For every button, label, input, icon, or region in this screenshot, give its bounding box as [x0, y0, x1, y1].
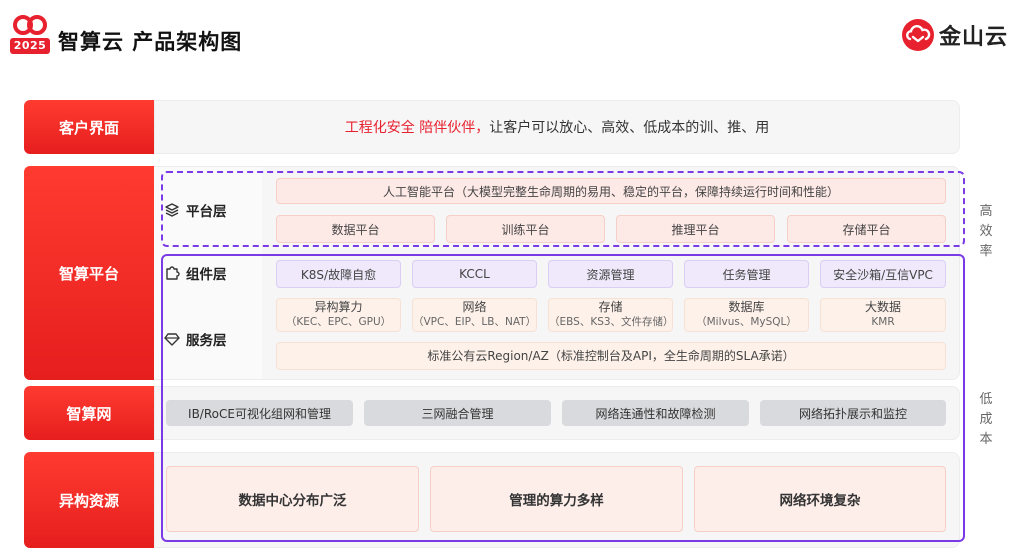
service-item-sub: （Milvus、MySQL） [696, 316, 797, 328]
page-title: 智算云 产品架构图 [58, 30, 243, 54]
row-label-platform: 智算平台 [24, 166, 154, 380]
hetero-item-datacenter: 数据中心分布广泛 [166, 466, 419, 532]
gem-icon [164, 333, 180, 346]
layer-label-text: 服务层 [186, 333, 227, 349]
network-item-connectivity: 网络连通性和故障检测 [562, 400, 749, 426]
brand-logo: 金山云 [901, 18, 1008, 52]
layer-label-text: 组件层 [186, 267, 227, 283]
low-cost-frame [161, 254, 965, 542]
service-item-compute: 异构算力 （KEC、EPC、GPU） [276, 298, 401, 332]
side-char: 本 [979, 432, 993, 447]
network-item-ib: IB/RoCE可视化组网和管理 [166, 400, 353, 426]
slogan-text: 让客户可以放心、高效、低成本的训、推、用 [489, 120, 770, 136]
layer-label-service: 服务层 [164, 329, 227, 349]
logo-2025: 2025 [10, 14, 50, 60]
platform-item-training: 训练平台 [446, 215, 605, 243]
service-item-storage: 存储 （EBS、KS3、文件存储） [548, 298, 674, 332]
service-item-title: 数据库 [728, 300, 765, 314]
layer-label-text: 平台层 [186, 204, 227, 220]
service-item-network: 网络 （VPC、EIP、LB、NAT） [412, 298, 537, 332]
layer-label-component: 组件层 [164, 263, 227, 283]
network-item-fusion: 三网融合管理 [364, 400, 551, 426]
side-char: 高 [979, 204, 993, 219]
service-item-title: 大数据 [864, 300, 901, 314]
puzzle-icon [166, 266, 180, 280]
component-item-k8s: K8S/故障自愈 [276, 260, 401, 288]
side-char: 效 [979, 224, 993, 239]
side-char: 率 [979, 244, 993, 259]
hetero-item-compute: 管理的算力多样 [430, 466, 683, 532]
layer-label-platform: 平台层 [164, 200, 227, 220]
ai-platform-box: 人工智能平台（大模型完整生命周期的易用、稳定的平台，保障持续运行时间和性能） [276, 178, 946, 204]
service-item-title: 异构算力 [314, 300, 363, 314]
standard-cloud-box: 标准公有云Region/AZ（标准控制台及API，全生命周期的SLA承诺） [276, 342, 946, 370]
cloud-logo-icon [901, 19, 934, 51]
service-item-sub: （VPC、EIP、LB、NAT） [413, 316, 537, 328]
high-efficiency-frame [161, 171, 965, 247]
component-item-sandbox: 安全沙箱/互信VPC [820, 260, 946, 288]
year-badge: 2025 [10, 38, 50, 54]
platform-item-inference: 推理平台 [616, 215, 775, 243]
service-item-sub: （KEC、EPC、GPU） [285, 316, 392, 328]
side-text-high-efficiency: 高 效 率 [978, 202, 994, 262]
side-char: 成 [979, 412, 993, 427]
layers-icon [165, 203, 179, 217]
platform-item-storage: 存储平台 [787, 215, 946, 243]
platform-item-data: 数据平台 [276, 215, 435, 243]
hetero-item-network: 网络环境复杂 [694, 466, 946, 532]
service-item-title: 网络 [462, 300, 487, 314]
component-item-resource: 资源管理 [548, 260, 673, 288]
layer-column [154, 167, 262, 379]
side-char: 低 [979, 392, 993, 407]
network-item-topology: 网络拓扑展示和监控 [760, 400, 946, 426]
slogan-highlight: 工程化安全 陪伴伙伴， [344, 120, 490, 136]
side-text-low-cost: 低 成 本 [978, 390, 994, 450]
slogan: 工程化安全 陪伴伙伴， 让客户可以放心、高效、低成本的训、推、用 [154, 100, 960, 154]
row-label-hetero: 异构资源 [24, 452, 154, 548]
service-item-database: 数据库 （Milvus、MySQL） [684, 298, 809, 332]
service-item-title: 存储 [598, 300, 623, 314]
brand-name: 金山云 [938, 25, 1008, 50]
row-label-network: 智算网 [24, 386, 154, 440]
service-item-bigdata: 大数据 KMR [820, 298, 946, 332]
client-panel [154, 100, 960, 154]
rings-logo-icon [13, 15, 47, 35]
component-item-task: 任务管理 [684, 260, 809, 288]
component-item-kccl: KCCL [412, 260, 537, 288]
service-item-sub: （EBS、KS3、文件存储） [549, 316, 674, 328]
row-label-client: 客户界面 [24, 100, 154, 154]
service-item-sub: KMR [871, 316, 895, 328]
